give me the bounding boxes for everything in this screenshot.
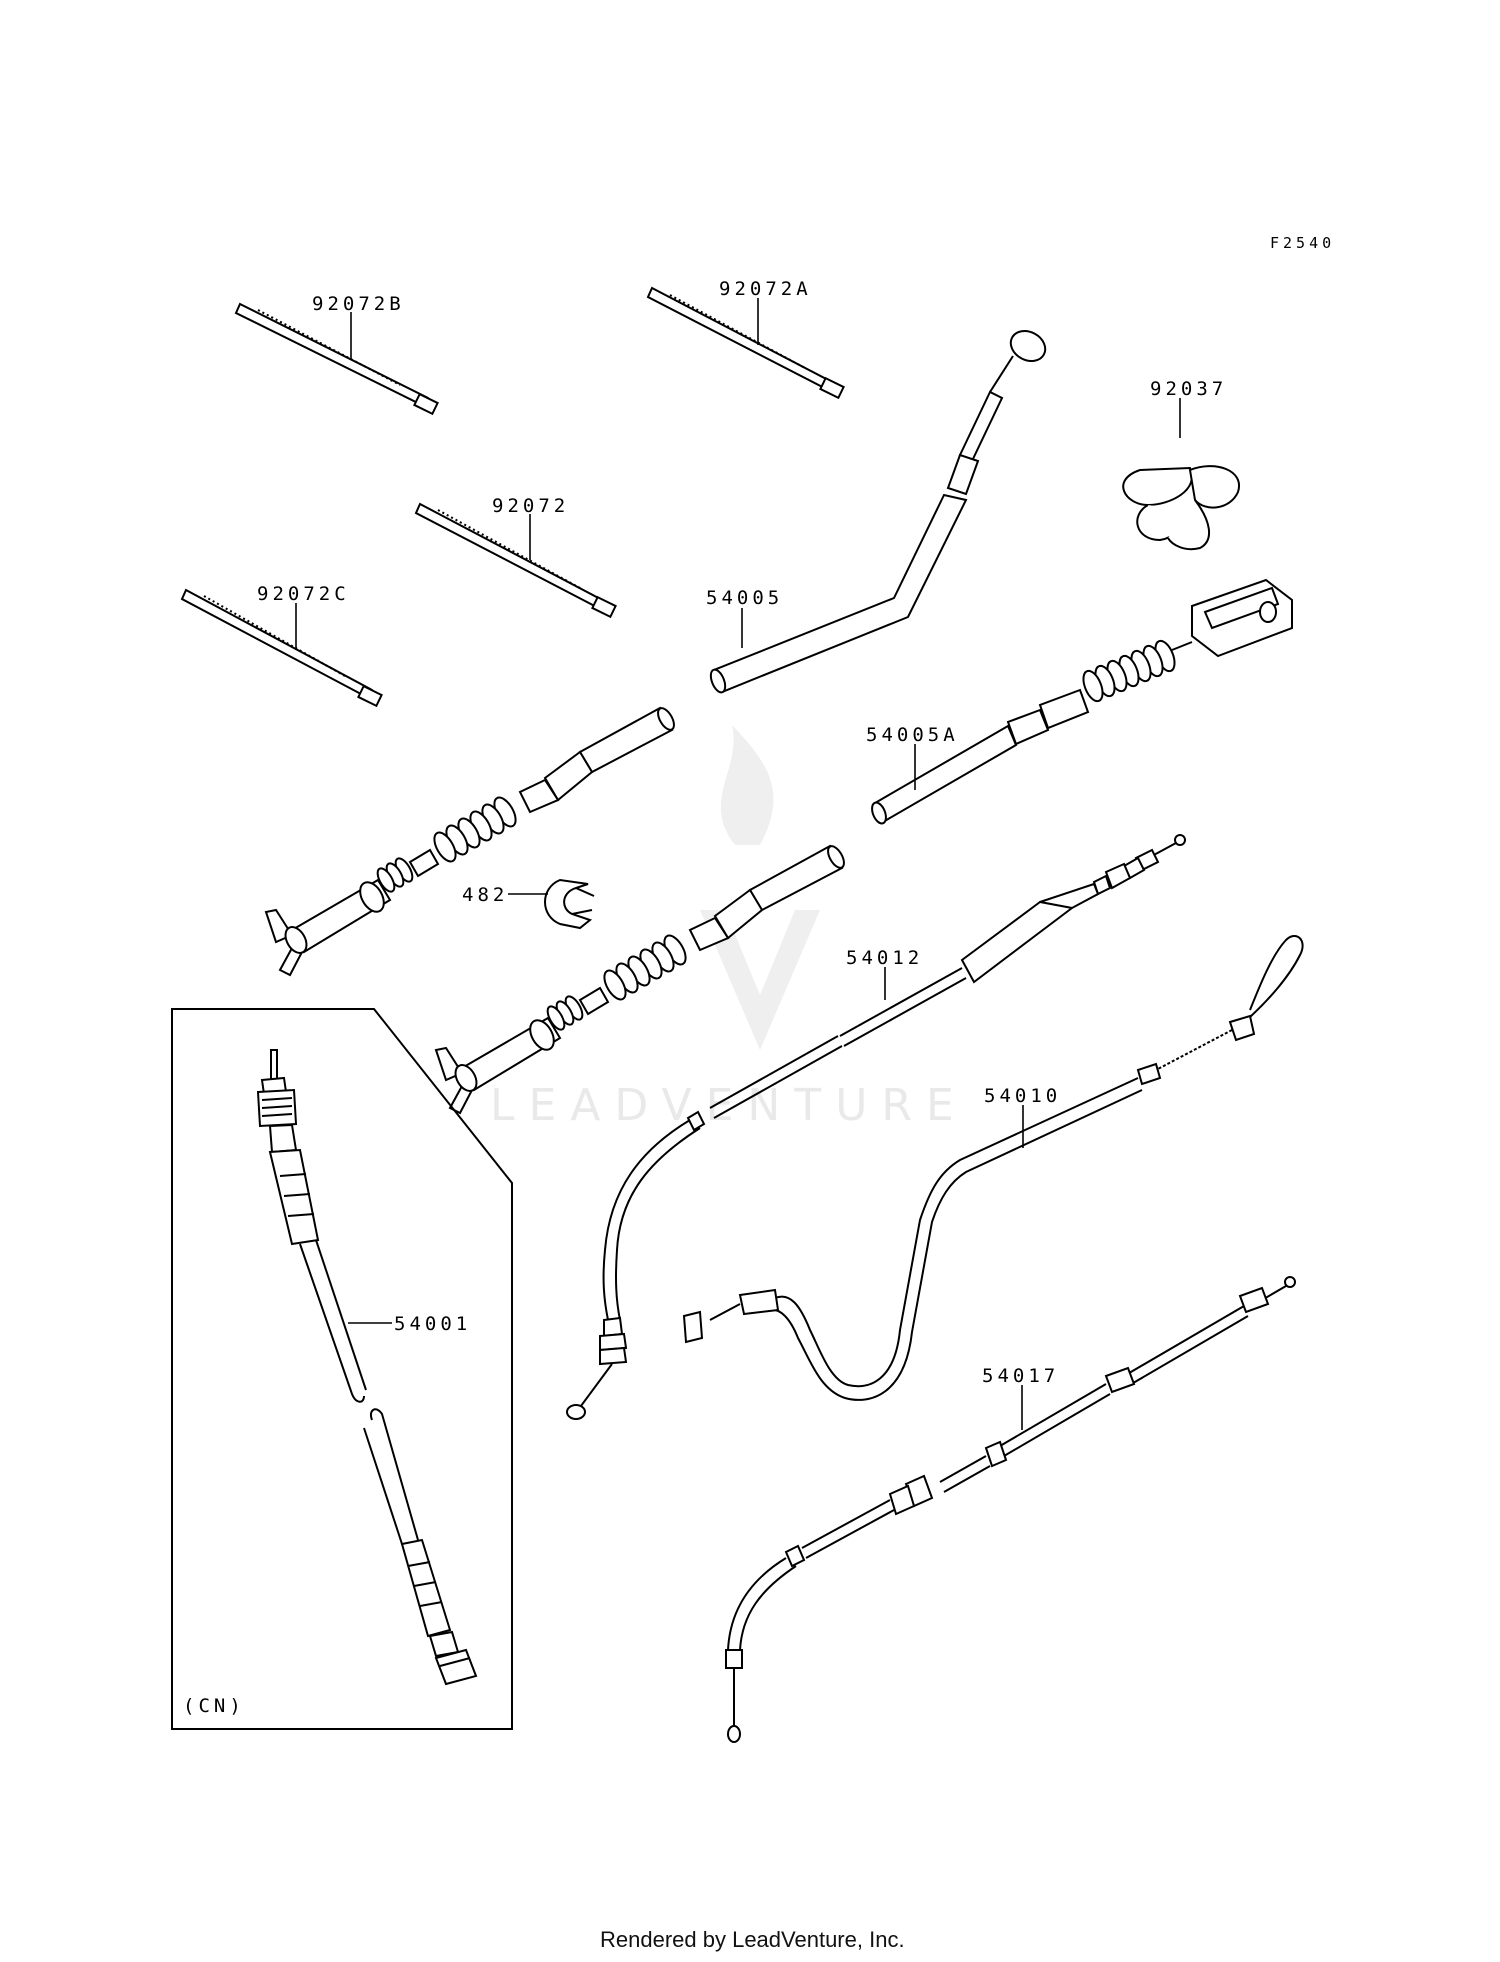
label-54001: 54001 xyxy=(394,1313,471,1335)
label-54017: 54017 xyxy=(982,1365,1059,1387)
retaining-ring-482[interactable] xyxy=(544,878,595,930)
leader-lines xyxy=(295,298,1181,1430)
cable-54005a[interactable] xyxy=(869,578,1293,825)
cable-tie-92072[interactable] xyxy=(414,502,617,619)
figure-code: F2540 xyxy=(1270,234,1335,252)
cable-54010[interactable] xyxy=(682,935,1304,1401)
cable-tie-92072b[interactable] xyxy=(234,302,439,416)
label-54012: 54012 xyxy=(846,947,923,969)
label-92037: 92037 xyxy=(1150,378,1227,400)
cable-54005[interactable] xyxy=(708,325,1051,694)
watermark-text: LEADVENTURE xyxy=(490,1080,968,1131)
cable-upper-left[interactable] xyxy=(264,706,677,977)
cable-tie-92072c[interactable] xyxy=(180,588,383,708)
label-92072c: 92072C xyxy=(257,583,350,605)
clamp-92037[interactable] xyxy=(1122,465,1241,551)
label-92072a: 92072A xyxy=(719,278,812,300)
label-482: 482 xyxy=(462,884,508,906)
speedometer-cable-54001[interactable] xyxy=(256,1049,478,1686)
label-92072b: 92072B xyxy=(312,293,405,315)
label-54010: 54010 xyxy=(984,1085,1061,1107)
inset-cn: (CN) xyxy=(171,1008,513,1730)
cable-lower-left[interactable] xyxy=(434,844,847,1115)
render-credit: Rendered by LeadVenture, Inc. xyxy=(600,1927,905,1952)
cable-54017[interactable] xyxy=(725,1276,1296,1743)
label-54005a: 54005A xyxy=(866,724,959,746)
watermark: LEADVENTURE xyxy=(490,725,968,1131)
inset-cn-label: (CN) xyxy=(183,1695,245,1717)
cable-tie-92072a[interactable] xyxy=(646,286,845,400)
label-92072: 92072 xyxy=(492,495,569,517)
cable-54012[interactable] xyxy=(566,834,1186,1420)
label-54005: 54005 xyxy=(706,587,783,609)
